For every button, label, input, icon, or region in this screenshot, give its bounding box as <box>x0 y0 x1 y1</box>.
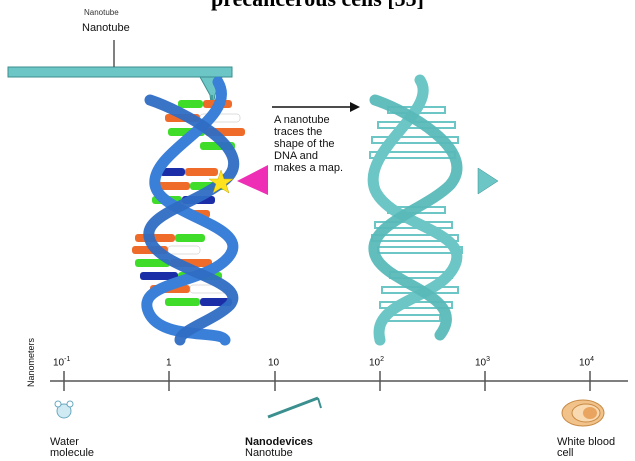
base-pair-bar <box>165 298 200 306</box>
scale-tick-label: 10-1 <box>53 356 70 368</box>
base-pair-bar <box>168 246 200 254</box>
scale-tick-label: 104 <box>579 356 594 368</box>
base-pair-bar <box>185 168 218 176</box>
scale-tick-label: 1 <box>166 356 172 368</box>
pointer-triangle <box>237 165 268 195</box>
scale-tick-label: 103 <box>475 356 490 368</box>
base-pair-bar <box>178 100 203 108</box>
nanotube-label: Nanotube <box>82 22 130 34</box>
cantilever-arm <box>8 67 232 77</box>
nanotube-device-icon <box>268 398 321 417</box>
water-molecule-icon <box>55 401 73 418</box>
scale-axis-title: Nanometers <box>26 338 36 387</box>
process-arrowhead <box>350 102 360 112</box>
nanotube-small-label: Nanotube <box>84 8 119 17</box>
scale-tick-label: 10 <box>268 356 279 368</box>
process-caption: A nanotube traces the shape of the DNA a… <box>274 114 343 174</box>
base-pair-bar <box>175 234 205 242</box>
dna-map-arrowhead <box>478 168 498 194</box>
scale-tick-label: 102 <box>369 356 384 368</box>
white-blood-cell-icon <box>562 400 604 426</box>
